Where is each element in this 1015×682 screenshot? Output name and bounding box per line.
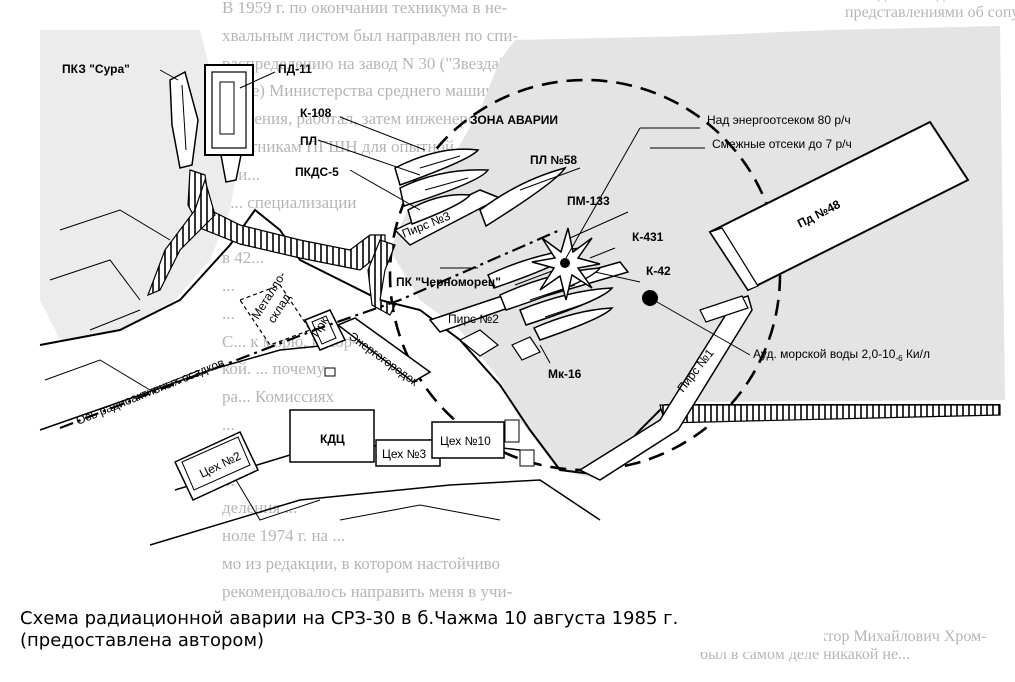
building-metal-warehouse [239, 284, 311, 346]
label-over-reactor: Над энергоотсеком 80 р/ч [707, 113, 851, 127]
building-shop10 [431, 421, 505, 459]
label-mk16: Мк-16 [548, 367, 582, 381]
floating-dock-pd48 [708, 120, 970, 292]
label-kdc: КДЦ [320, 432, 345, 446]
background-text-line: ра... Комиссиях [222, 387, 335, 407]
label-pier2: Пирс №2 [448, 312, 499, 326]
ship-pl [399, 169, 490, 207]
background-text-line: ... [222, 275, 235, 295]
label-fallout-axis: Ось радиоактивных осадков [74, 355, 226, 427]
building-small [324, 367, 535, 467]
ship-pkds5 [407, 193, 472, 225]
background-text-line: хвальным листом был направлен по спи- [222, 25, 519, 45]
background-text-line: представлениями об сопутствии [845, 4, 1015, 21]
label-adjacent-compartments: Смежные отсеки до 7 р/ч [712, 137, 852, 151]
ship-pl58 [479, 166, 567, 228]
label-shop10: Цех №10 [440, 434, 491, 448]
background-text-line: мо из редакции, в котором настойчиво [222, 553, 501, 573]
label-k108: К-108 [300, 106, 332, 120]
label-shop3: Цех №3 [382, 447, 426, 461]
building-shop3 [375, 439, 441, 467]
label-pkz-sura: ПКЗ "Сура" [62, 62, 130, 76]
label-k42: К-42 [646, 264, 671, 278]
background-article-text-right: выходишь сюда сам лишь бы быть спредстав… [845, 0, 1015, 22]
background-text-line: выходишь сюда сам лишь бы быть с [845, 0, 1015, 4]
hatched-causeway [146, 169, 1001, 424]
ship-k108 [394, 148, 480, 186]
leader-lines [159, 69, 751, 364]
floating-dock-pd11 [204, 64, 254, 156]
fallout-axis-line [59, 228, 561, 430]
building-kdc [289, 409, 375, 463]
label-pkds5: ПКДС-5 [295, 165, 339, 179]
label-pl: ПЛ [300, 134, 317, 148]
label-pk-chernomorets: ПК "Черноморец" [396, 275, 501, 289]
background-text-line: в 42... [222, 248, 265, 268]
background-text-line: рекомендовалось направить меня в учи- [222, 581, 513, 601]
territory-lines [44, 209, 501, 521]
pier-1 [578, 295, 753, 481]
building-energogorodok [336, 317, 432, 383]
label-zone-title: ЗОНА АВАРИИ [470, 113, 558, 127]
water-area [390, 26, 1005, 480]
label-pl58: ПЛ №58 [530, 153, 577, 167]
background-text-line: ноле 1974 г. на ... [222, 526, 346, 546]
label-k431: К-431 [632, 230, 664, 244]
label-pm133: ПМ-133 [567, 194, 610, 208]
label-aud-water: Ауд. морской воды 2,0-10-6 Ки/л [753, 347, 930, 363]
background-text-line: ... [222, 414, 239, 434]
figure-caption: Схема радиационной аварии на СРЗ-30 в б.… [20, 608, 824, 652]
label-pd11: ПД-11 [278, 62, 312, 76]
building-prk [303, 309, 347, 351]
background-text-line: ... [222, 303, 235, 323]
explosion-star-icon [531, 227, 601, 301]
background-text-line: В 1959 г. по окончании техникума в не- [222, 0, 508, 17]
building-shop2 [173, 431, 260, 501]
